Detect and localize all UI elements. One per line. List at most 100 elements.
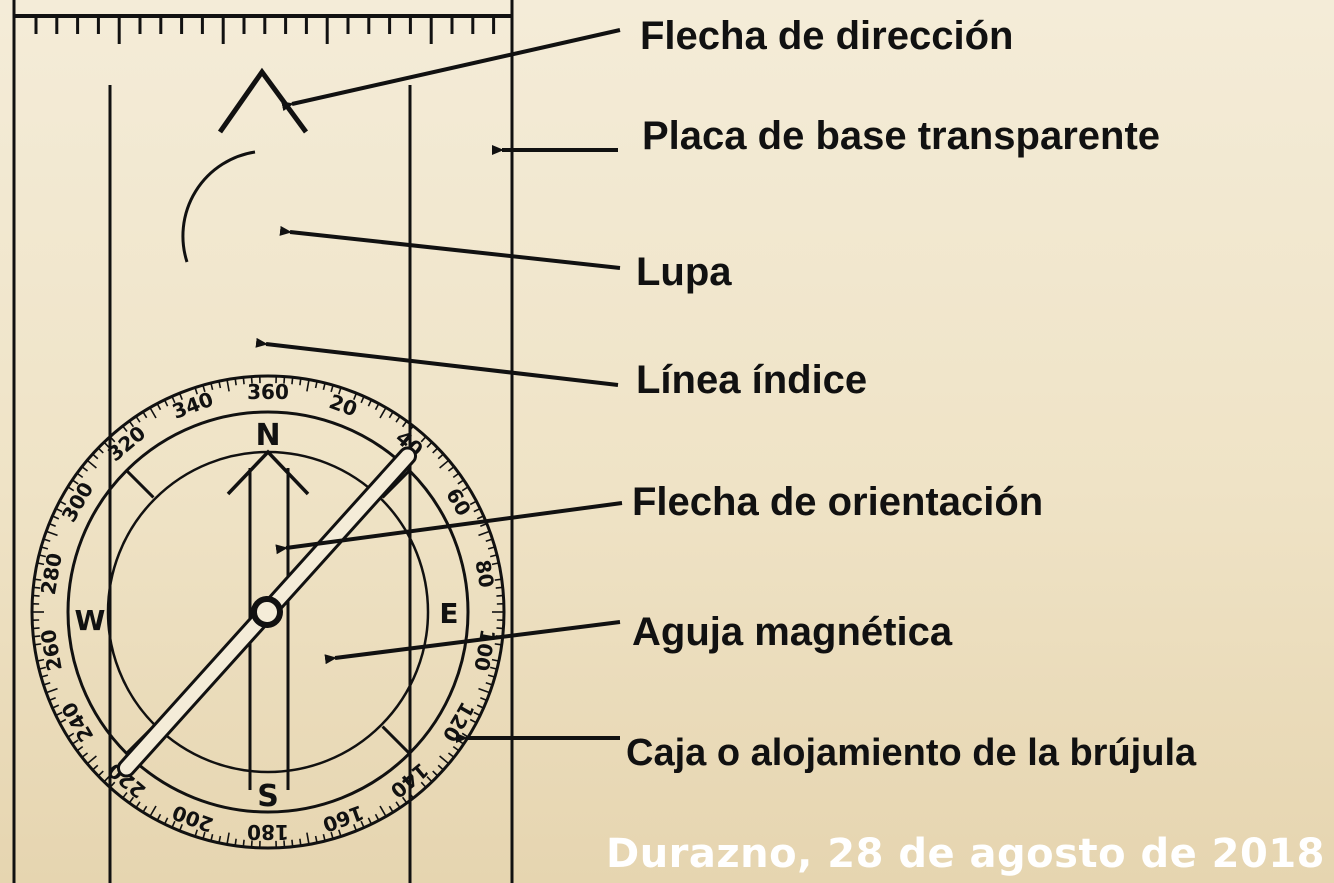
- bezel-tick: [374, 404, 380, 411]
- bezel-tick: [330, 831, 334, 839]
- bezel-tick: [360, 396, 365, 404]
- bezel-tick: [98, 448, 104, 454]
- bezel-tick: [461, 486, 468, 492]
- bezel-tick: [476, 515, 484, 520]
- bezel-tick: [77, 745, 84, 751]
- bezel-tick: [478, 687, 490, 694]
- bezel-tick: [338, 829, 342, 836]
- bezel-tick: [420, 436, 426, 443]
- bezel-tick: [291, 839, 294, 846]
- bezel-tick: [202, 831, 206, 839]
- bezel-tick: [291, 378, 294, 385]
- bezel-tick: [98, 770, 104, 776]
- bezel-tick: [44, 682, 51, 686]
- bezel-tick: [367, 400, 372, 407]
- bezel-tick: [299, 838, 302, 845]
- bezel-tick: [68, 486, 75, 492]
- magnifier-lens-arc: [181, 150, 256, 263]
- bezel-ticks: [33, 377, 503, 847]
- bezel-tick: [218, 381, 222, 389]
- label-base-plate: Placa de base transparente: [642, 114, 1161, 158]
- bezel-tick: [110, 436, 116, 443]
- bezel-degree-label: 160: [320, 800, 367, 837]
- bezel-tick: [37, 562, 45, 566]
- bezel-tick: [92, 454, 99, 460]
- bezel-tick: [306, 380, 310, 392]
- bezel-tick: [420, 781, 426, 788]
- bezel-tick: [142, 805, 148, 812]
- leader-magnetic-needle: [324, 620, 621, 665]
- bezel-tick: [171, 396, 176, 404]
- bezel-tick: [104, 776, 110, 782]
- bezel-tick: [469, 500, 476, 506]
- bezel-tick: [72, 739, 79, 745]
- bezel-tick: [122, 791, 128, 798]
- bezel-tick: [44, 538, 51, 542]
- leader-magnifier: [279, 225, 621, 270]
- bezel-tick: [395, 416, 401, 423]
- bezel-tick: [77, 473, 84, 479]
- label-index-line: Línea índice: [636, 358, 868, 402]
- bezel-tick: [322, 834, 326, 841]
- label-compass-housing: Caja o alojamiento de la brújula: [626, 732, 1197, 774]
- bezel-tick: [46, 530, 58, 537]
- bezel-tick: [476, 704, 484, 709]
- bezel-tick: [494, 643, 501, 646]
- bezel-tick: [149, 408, 157, 419]
- bezel-tick: [226, 832, 230, 844]
- cardinal-south: S: [257, 779, 279, 814]
- bezel-tick: [52, 515, 60, 520]
- label-orienting-arrow: Flecha de orientación: [632, 480, 1044, 524]
- bezel-tick: [487, 674, 495, 678]
- bezel-tick: [34, 586, 41, 589]
- label-direction-arrow: Flecha de dirección: [640, 14, 1014, 58]
- bezel-tick: [495, 586, 502, 589]
- bezel-degree-label: 180: [247, 820, 289, 844]
- leader-direction-arrow: [281, 28, 621, 112]
- bezel-tick: [218, 835, 222, 843]
- bezel-tick: [437, 454, 444, 460]
- bezel-tick: [34, 635, 41, 638]
- bezel-tick: [447, 752, 454, 758]
- bezel-tick: [478, 530, 490, 537]
- bezel-tick: [314, 835, 318, 843]
- bezel-tick: [439, 460, 449, 469]
- bezel-tick: [129, 421, 135, 428]
- bezel-tick: [388, 805, 394, 812]
- bezel-tick: [367, 817, 372, 824]
- label-magnetic-needle: Aguja magnética: [632, 610, 953, 654]
- bezel-tick: [242, 839, 245, 846]
- bezel-tick: [142, 412, 148, 419]
- bezel-tick: [487, 546, 495, 550]
- bezel-tick: [39, 554, 46, 558]
- bezel-tick: [35, 643, 42, 646]
- bezel-degree-label: 260: [36, 628, 67, 673]
- bezel-tick: [234, 838, 237, 845]
- bezel-tick: [452, 745, 459, 751]
- leader-index-line: [255, 337, 619, 387]
- magnetic-needle: [116, 446, 418, 778]
- bezel-tick: [226, 380, 230, 392]
- bezel-tick: [135, 801, 141, 808]
- bezel-tick: [149, 805, 157, 816]
- bezel-tick: [353, 393, 357, 400]
- bezel-tick: [164, 817, 169, 824]
- bezel-tick: [210, 383, 214, 390]
- direction-of-travel-arrow: [217, 67, 309, 134]
- cardinal-west: W: [75, 604, 106, 637]
- bezel-tick: [122, 426, 128, 433]
- ruler-ticks: [34, 16, 496, 44]
- bezel-tick: [135, 416, 141, 423]
- bezel-divider: [381, 469, 411, 499]
- bezel-tick: [129, 796, 135, 803]
- bezel-tick: [104, 442, 110, 448]
- bezel-degree-label: 200: [169, 800, 216, 837]
- bezel-tick: [379, 805, 387, 816]
- bezel-tick: [432, 448, 438, 454]
- bezel-tick: [401, 796, 407, 803]
- cardinal-north: N: [255, 418, 280, 453]
- bezel-tick: [72, 479, 79, 485]
- bezel-tick: [110, 781, 116, 788]
- bezel-tick: [360, 820, 365, 828]
